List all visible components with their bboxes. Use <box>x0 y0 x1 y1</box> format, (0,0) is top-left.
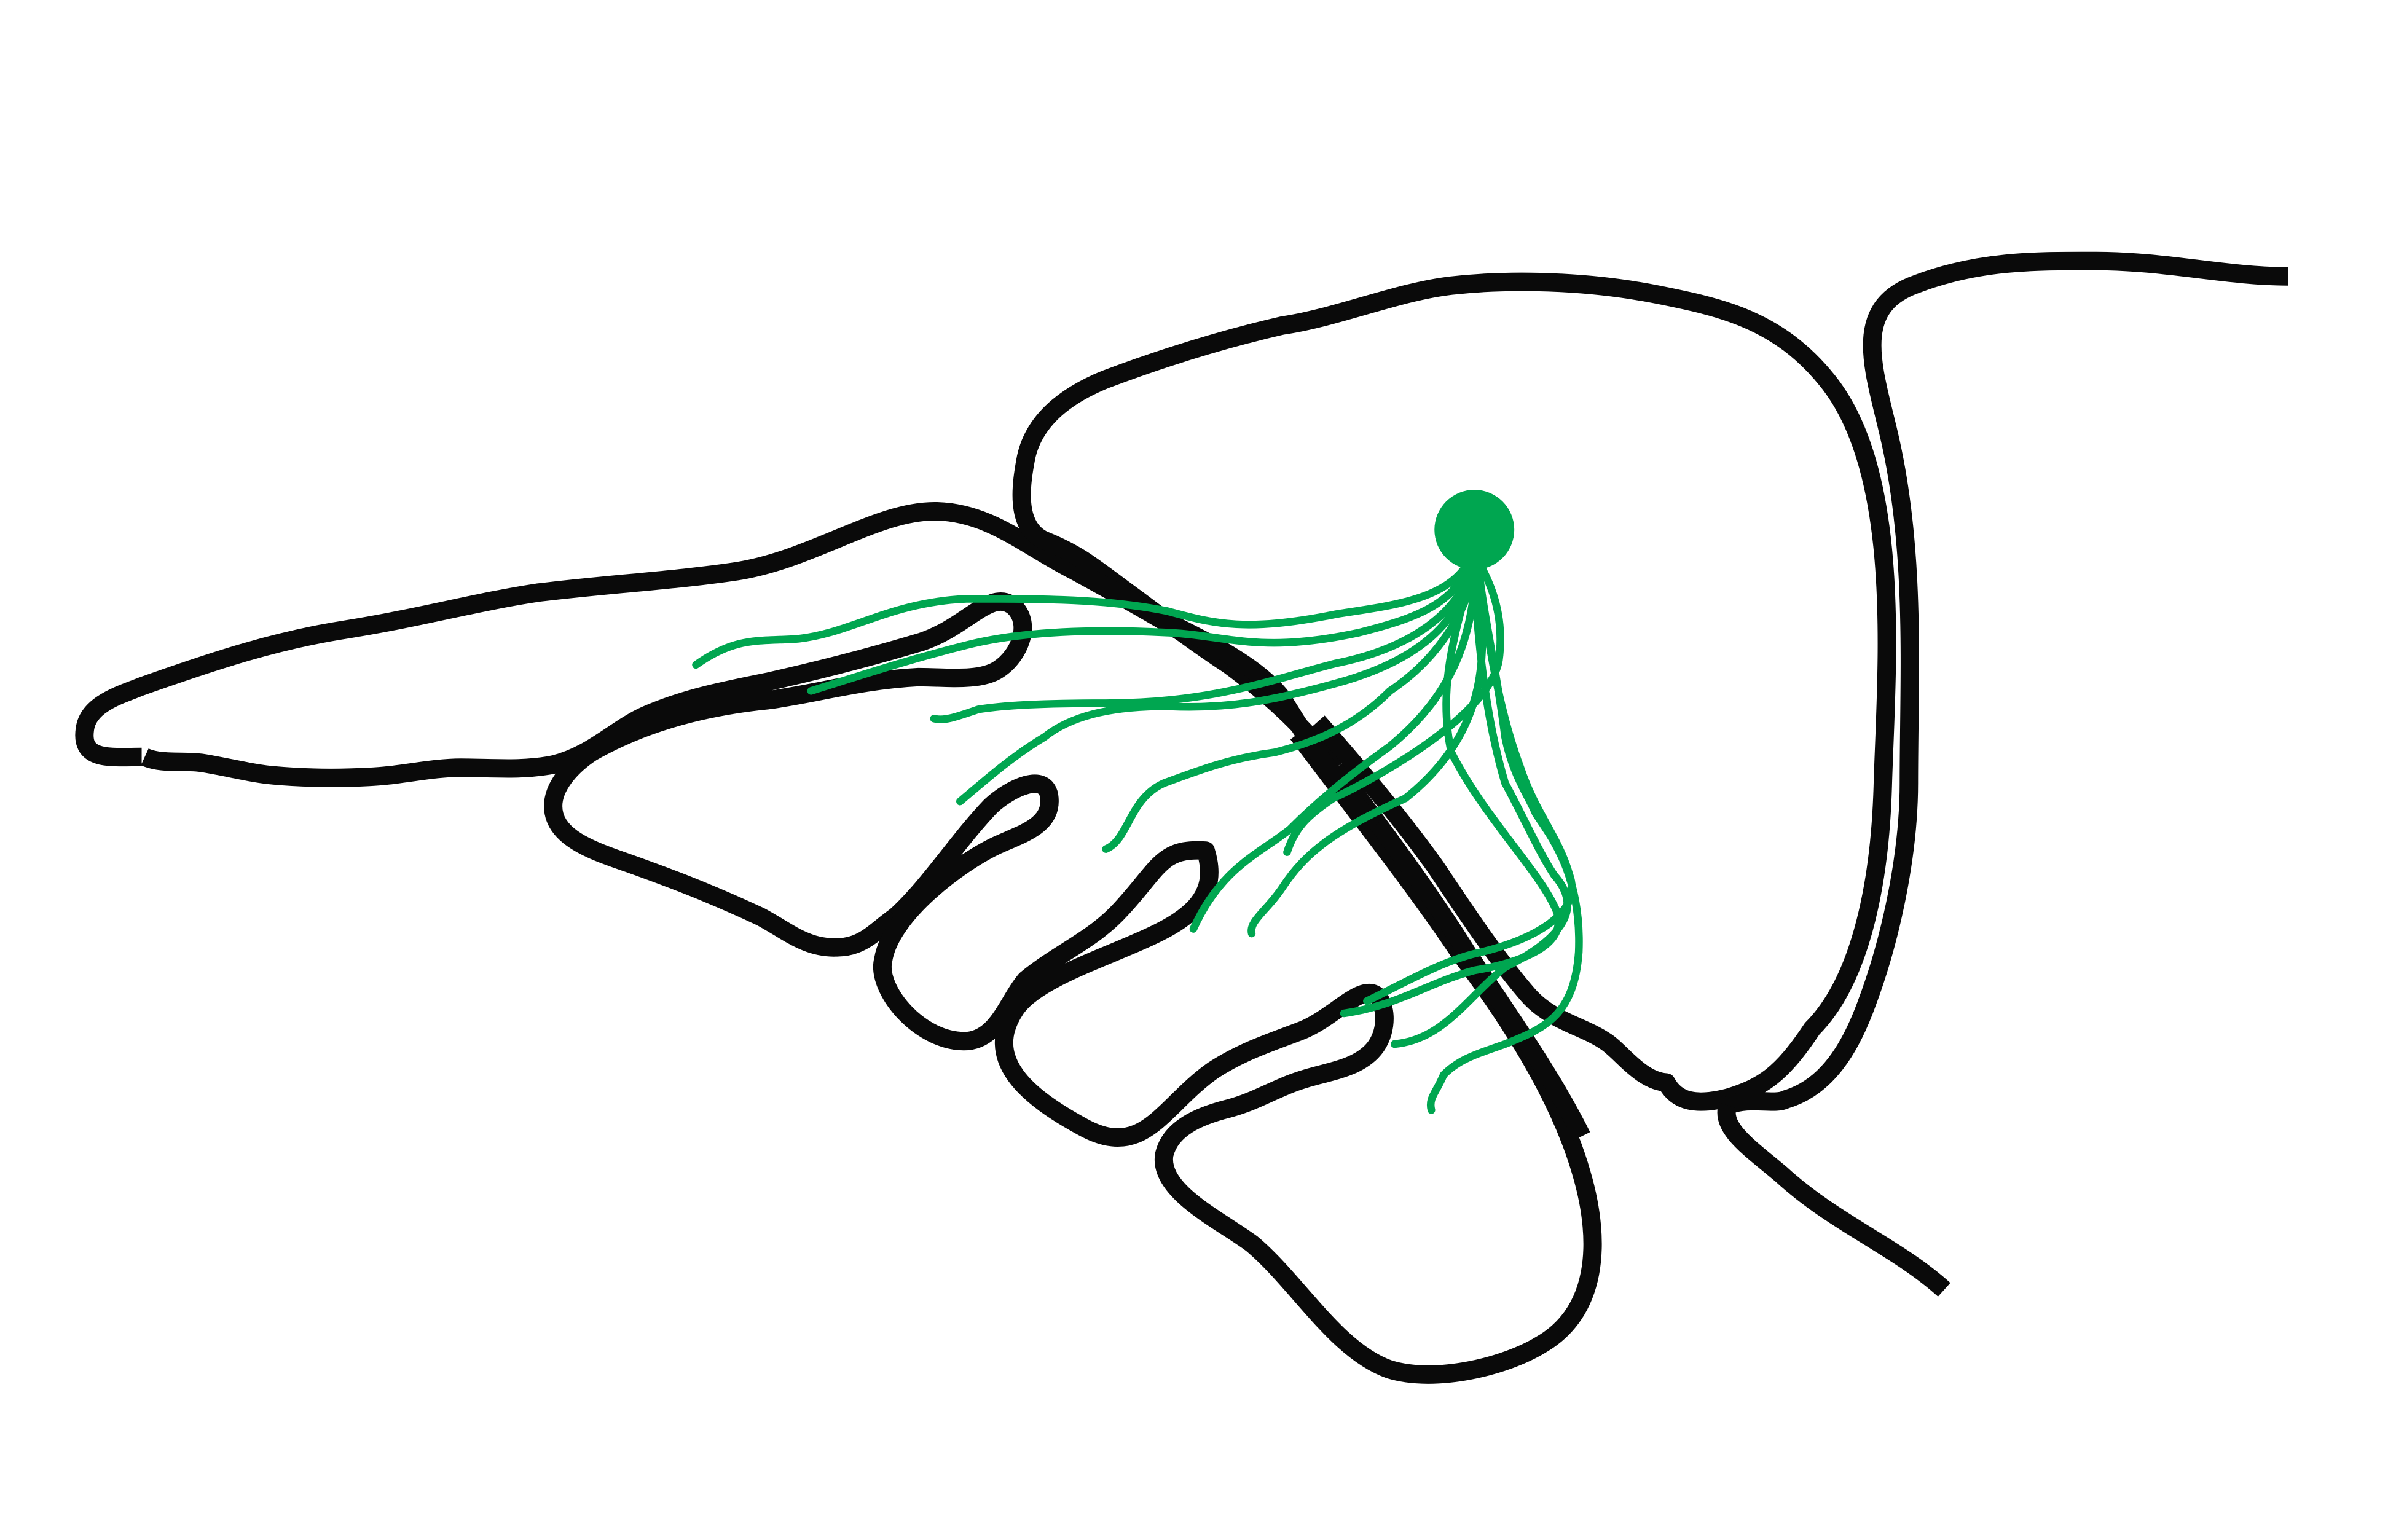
axon-projection-1 <box>692 561 1471 669</box>
axon-projection-3 <box>930 564 1475 723</box>
cortex-outline <box>1012 272 1896 1111</box>
axon-projection-5 <box>1102 564 1479 853</box>
ventral-outline <box>1724 251 2288 1115</box>
axon-projection-2 <box>807 561 1474 695</box>
axon-projection-6 <box>1189 567 1480 933</box>
olfactory-bulb-lower-outline <box>141 592 1032 957</box>
cortical-fold-1 <box>873 728 1602 1384</box>
axon-projection-12 <box>1363 567 1576 1005</box>
brain-outlines <box>75 251 2288 1384</box>
axon-projection-9 <box>1391 567 1571 1048</box>
olfactory-bulb-outline <box>75 502 1344 774</box>
neuron <box>1434 490 1515 570</box>
axon-projections <box>692 561 1583 1114</box>
axon-projection-11 <box>1283 564 1504 856</box>
axon-projection-8 <box>1340 567 1563 1018</box>
axon-projection-4 <box>956 564 1477 806</box>
inner-cortex-outline <box>1071 562 1382 833</box>
brainstem-outline <box>1717 1102 1950 1297</box>
neuron-soma <box>1434 490 1515 570</box>
